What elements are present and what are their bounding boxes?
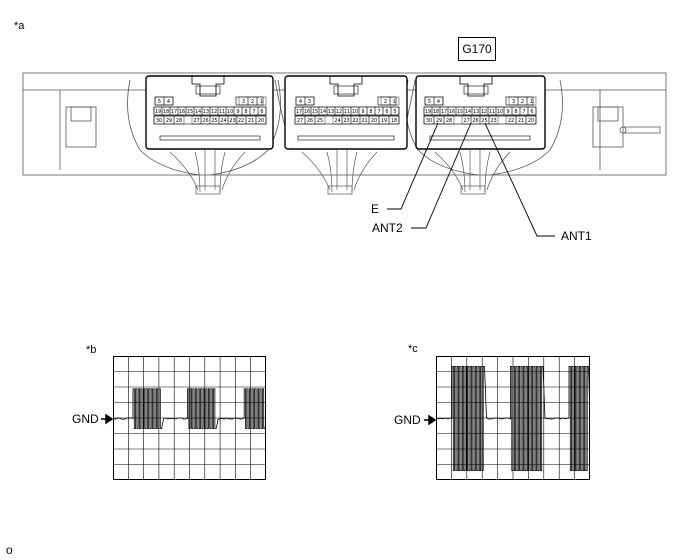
middle-connector-pin-number: 23 (343, 118, 349, 124)
right-connector-pin-number: 17 (441, 109, 447, 115)
middle-connector-pin-number: 19 (381, 118, 387, 124)
right-connector-pin-number: 30 (426, 118, 432, 124)
right-connector-pin-number: 11 (489, 109, 495, 115)
left-connector-pin-number: 27 (193, 118, 199, 124)
right-connector-pin-number: 7 (522, 109, 525, 115)
middle-connector-pin-number: 14 (320, 109, 326, 115)
left-connector-pin-number: 20 (258, 118, 264, 124)
left-connector-pin-number: 26 (202, 118, 208, 124)
pin-label-ant1: ANT1 (561, 230, 592, 242)
right-connector-pin-number: 6 (530, 109, 533, 115)
right-connector-pin-number: 5 (428, 99, 431, 105)
left-connector-pin-number: 25 (211, 118, 217, 124)
left-connector-pin-number: 3 (242, 99, 245, 105)
right-connector-pin-number: 16 (449, 109, 455, 115)
left-connector-pin-number: 15 (187, 109, 193, 115)
left-connector-pin-number: 16 (179, 109, 185, 115)
left-connector-pin-number: 18 (163, 109, 169, 115)
left-connector-pin-number: 12 (211, 109, 217, 115)
right-connector-pin-number: 20 (528, 118, 534, 124)
left-connector-pin-number: 28 (176, 118, 182, 124)
right-connector-pin-number: 1 (530, 99, 533, 105)
left-connector-pin-number: 14 (195, 109, 201, 115)
middle-connector-pin-number: 25 (317, 118, 323, 124)
middle-connector-pin-number: 26 (307, 118, 313, 124)
left-connector-pin-number: 11 (219, 109, 225, 115)
middle-connector-pin-number: 17 (296, 109, 302, 115)
middle-connector-pin-number: 1 (393, 99, 396, 105)
right-connector-pin-number: 12 (481, 109, 487, 115)
arrow-right-icon (100, 412, 114, 426)
right-connector-pin-number: 22 (508, 118, 514, 124)
arrow-right-icon (423, 413, 437, 427)
right-connector-pin-number: 15 (457, 109, 463, 115)
right-connector-pin-number: 21 (518, 118, 524, 124)
right-connector-pin-number: 18 (433, 109, 439, 115)
right-connector-pin-number: 26 (472, 118, 478, 124)
left-connector-pin-number: 10 (227, 109, 233, 115)
middle-connector-pin-number: 20 (371, 118, 377, 124)
right-connector-pin-number: 4 (437, 99, 440, 105)
pin-label-e: E (371, 203, 379, 215)
middle-connector-pin-number: 5 (393, 109, 396, 115)
right-connector-pin-number: 23 (490, 118, 496, 124)
right-connector-pin-number: 19 (425, 109, 431, 115)
right-connector-pin-number: 9 (506, 109, 509, 115)
middle-connector-pin-number: 11 (344, 109, 350, 115)
left-connector-pin-number: 2 (251, 99, 254, 105)
right-connector-pin-number: 8 (514, 109, 517, 115)
right-connector-pin-number: 27 (463, 118, 469, 124)
middle-connector-pin-number: 15 (312, 109, 318, 115)
right-connector-pin-number: 10 (497, 109, 503, 115)
middle-connector-pin-number: 7 (377, 109, 380, 115)
left-connector-pin-number: 1 (260, 99, 263, 105)
middle-connector-pin-number: 3 (308, 99, 311, 105)
left-connector-pin-number: 5 (158, 99, 161, 105)
middle-connector-pin-number: 13 (328, 109, 334, 115)
left-connector-pin-number: 4 (167, 99, 170, 105)
right-connector-pin-number: 2 (521, 99, 524, 105)
right-connector-pin-number: 13 (473, 109, 479, 115)
middle-connector-pin-number: 18 (391, 118, 397, 124)
left-connector-pin-number: 7 (252, 109, 255, 115)
oscilloscope-screen-c (436, 356, 590, 480)
pin-label-ant2: ANT2 (372, 222, 403, 234)
right-connector-pin-number: 28 (446, 118, 452, 124)
middle-connector-pin-number: 4 (299, 99, 302, 105)
left-connector-pin-number: 17 (171, 109, 177, 115)
figure-label-c: *c (408, 343, 418, 355)
corner-mark: o (6, 544, 13, 556)
gnd-label-b: GND (72, 413, 99, 425)
left-connector-pin-number: 6 (260, 109, 263, 115)
gnd-label-c: GND (394, 414, 421, 426)
middle-connector-pin-number: 9 (361, 109, 364, 115)
left-connector-pin-number: 8 (244, 109, 247, 115)
middle-connector-pin-number: 21 (361, 118, 367, 124)
left-connector-pin-number: 29 (166, 118, 172, 124)
middle-connector-pin-number: 22 (352, 118, 358, 124)
left-connector-pin-number: 22 (238, 118, 244, 124)
left-connector-pin-number: 21 (248, 118, 254, 124)
ecu-connector-diagram: 5432119181716151413121110987630292827262… (0, 0, 688, 300)
middle-connector-pin-number: 2 (384, 99, 387, 105)
middle-connector-pin-number: 6 (385, 109, 388, 115)
left-connector-pin-number: 24 (220, 118, 226, 124)
left-connector-pin-number: 9 (236, 109, 239, 115)
left-connector-pin-number: 30 (156, 118, 162, 124)
middle-connector-pin-number: 8 (369, 109, 372, 115)
right-connector-pin-number: 3 (512, 99, 515, 105)
left-connector-pin-number: 23 (229, 118, 235, 124)
oscilloscope-screen-b (113, 356, 266, 480)
middle-connector-pin-number: 16 (304, 109, 310, 115)
left-connector-pin-number: 13 (203, 109, 209, 115)
figure-label-b: *b (86, 344, 96, 356)
middle-connector-pin-number: 12 (336, 109, 342, 115)
left-connector-pin-number: 19 (155, 109, 161, 115)
middle-connector-pin-number: 24 (334, 118, 340, 124)
right-connector-pin-number: 14 (465, 109, 471, 115)
middle-connector-pin-number: 27 (297, 118, 303, 124)
right-connector-pin-number: 25 (481, 118, 487, 124)
middle-connector-pin-number: 10 (352, 109, 358, 115)
right-connector-pin-number: 29 (436, 118, 442, 124)
